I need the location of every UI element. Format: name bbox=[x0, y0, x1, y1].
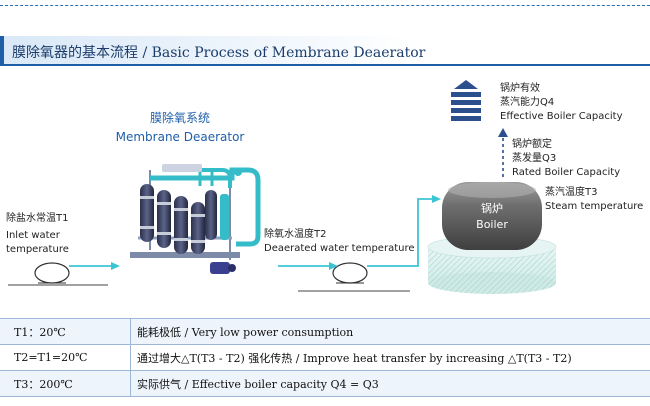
rated-label-cn-2: 蒸发量Q3 bbox=[512, 153, 557, 164]
process-diagram bbox=[8, 80, 557, 294]
row-key: T2=T1=20℃ bbox=[0, 344, 131, 371]
inlet-label-en-1: Inlet water bbox=[6, 230, 60, 241]
effective-label-en: Effective Boiler Capacity bbox=[500, 111, 623, 122]
boiler-label-cn: 锅炉 bbox=[481, 202, 503, 215]
top-dashed-rule bbox=[0, 5, 650, 6]
row-value: 通过增大△T(T3 - T2) 强化传热 / Improve heat tran… bbox=[130, 344, 650, 371]
capacity-arrowhead-icon bbox=[498, 128, 508, 137]
effective-label-cn-2: 蒸汽能力Q4 bbox=[500, 97, 555, 108]
row-key: T1：20℃ bbox=[0, 318, 131, 345]
table-row: T2=T1=20℃ 通过增大△T(T3 - T2) 强化传热 / Improve… bbox=[0, 344, 650, 371]
rated-label-cn-1: 锅炉额定 bbox=[512, 139, 552, 150]
steam-label-cn: 蒸汽温度T3 bbox=[545, 187, 598, 198]
boiler-icon bbox=[442, 182, 542, 250]
table-row: T3：200℃ 实际供气 / Effective boiler capacity… bbox=[0, 370, 650, 397]
boiler-label-en: Boiler bbox=[476, 218, 508, 231]
page-title: 膜除氧器的基本流程 / Basic Process of Membrane De… bbox=[12, 45, 426, 61]
inlet-arrowhead-icon bbox=[111, 262, 120, 270]
deaerated-pump-icon bbox=[332, 262, 368, 284]
summary-table: T1：20℃ 能耗极低 / Very low power consumption… bbox=[0, 318, 650, 397]
row-value: 实际供气 / Effective boiler capacity Q4 = Q3 bbox=[130, 370, 650, 397]
inlet-label-en-2: temperature bbox=[6, 244, 69, 255]
membrane-deaerator-illustration bbox=[130, 164, 261, 274]
section-header: 膜除氧器的基本流程 / Basic Process of Membrane De… bbox=[0, 36, 425, 64]
system-title-cn: 膜除氧系统 bbox=[149, 111, 210, 125]
deaerated-label-cn: 除氧水温度T2 bbox=[264, 229, 327, 240]
row-value: 能耗极低 / Very low power consumption bbox=[130, 318, 650, 345]
boiler-feed-line bbox=[367, 198, 432, 267]
row-key: T3：200℃ bbox=[0, 370, 131, 397]
header-rule bbox=[0, 64, 650, 66]
effective-capacity-icon bbox=[451, 80, 481, 121]
table-row: T1：20℃ 能耗极低 / Very low power consumption bbox=[0, 318, 650, 345]
system-title-en: Membrane Deaerator bbox=[115, 130, 245, 144]
header-accent-bar bbox=[0, 36, 4, 64]
deaerated-label-en: Deaerated water temperature bbox=[264, 243, 415, 254]
effective-label-cn-1: 锅炉有效 bbox=[500, 83, 540, 94]
steam-label-en: Steam temperature bbox=[545, 201, 644, 212]
rated-label-en: Rated Boiler Capacity bbox=[512, 167, 621, 178]
inlet-label-cn: 除盐水常温T1 bbox=[6, 213, 69, 224]
deaerated-arrowhead-icon bbox=[329, 262, 338, 270]
inlet-pump-icon bbox=[34, 262, 70, 284]
boiler-feed-arrowhead-icon bbox=[432, 195, 441, 203]
